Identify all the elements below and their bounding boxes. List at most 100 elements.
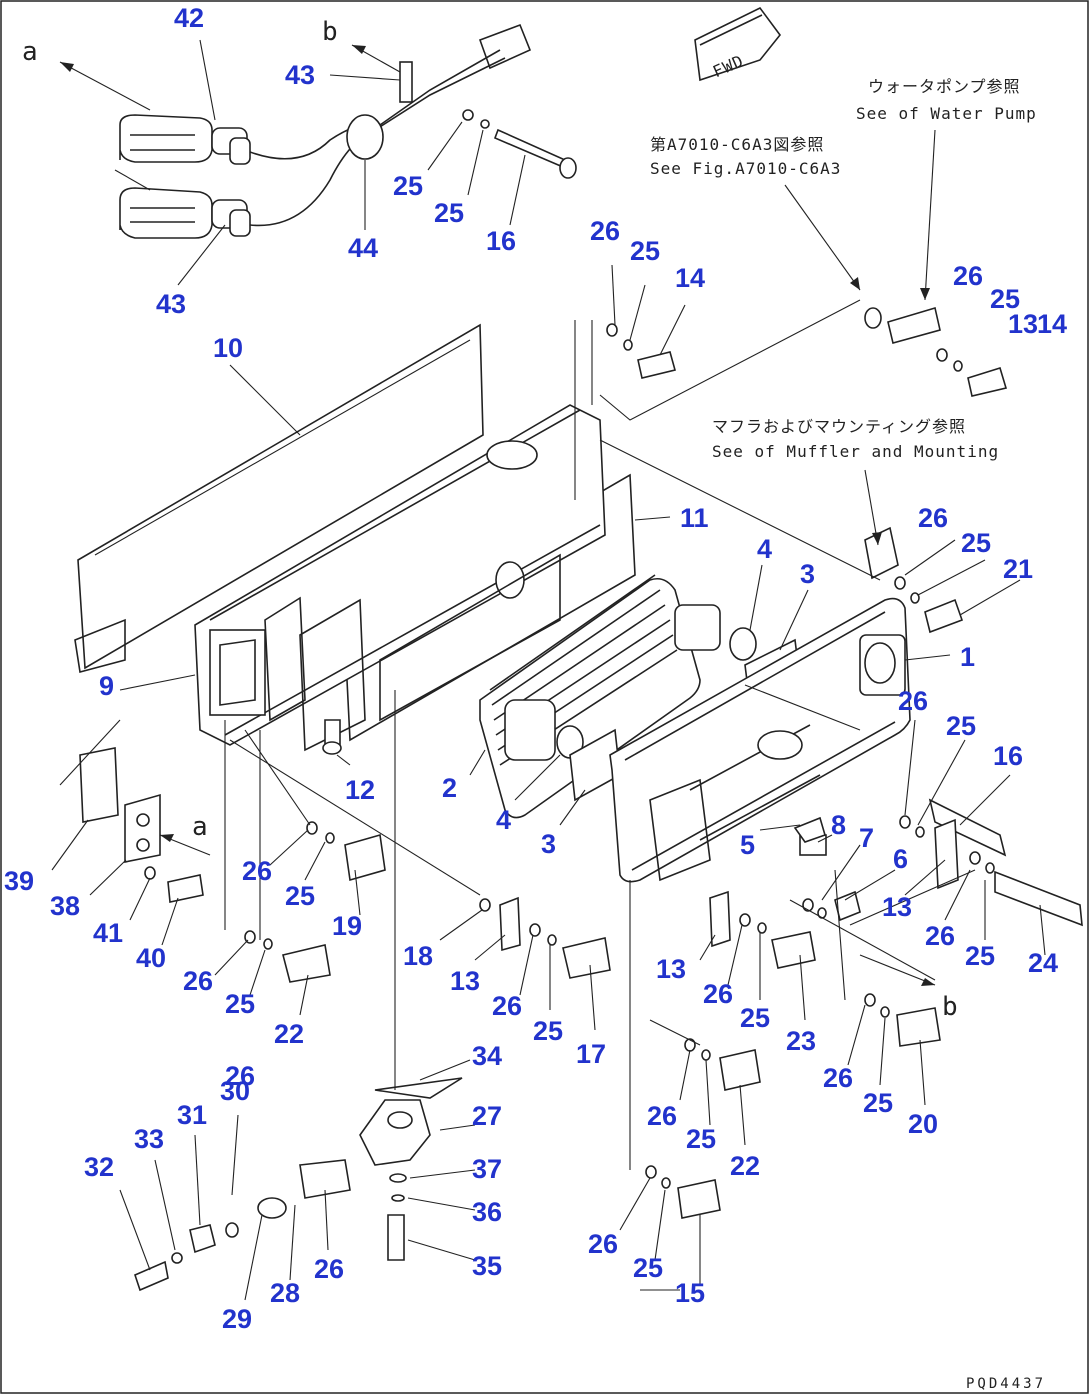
- connector-letter-b-right: b: [942, 992, 958, 1022]
- part-label: 22: [730, 1151, 760, 1181]
- part-label: 25: [533, 1016, 563, 1046]
- part-label: 2: [442, 773, 457, 803]
- part-label: 14: [1037, 309, 1067, 339]
- part-label: 36: [472, 1197, 502, 1227]
- part-label: 3: [800, 559, 815, 589]
- part-label: 25: [686, 1124, 716, 1154]
- part-label: 34: [472, 1041, 502, 1071]
- note-fig-en: See Fig.A7010-C6A3: [650, 159, 841, 178]
- cover-1: [609, 597, 911, 883]
- part-label: 25: [225, 989, 255, 1019]
- part-label: 26: [492, 991, 522, 1021]
- part-label: 13: [656, 954, 686, 984]
- part-label: 5: [740, 830, 755, 860]
- part-label: 3: [541, 829, 556, 859]
- part-labels: 1 2 3 3 4 4 5 6 7 8 9 10 11 12 13 13 13 …: [4, 3, 1067, 1334]
- part-label: 13: [882, 892, 912, 922]
- note-water-pump-en: See of Water Pump: [856, 104, 1037, 123]
- part-label: 37: [472, 1154, 502, 1184]
- part-label: 26: [183, 966, 213, 996]
- part-label: 26: [953, 261, 983, 291]
- part-label: 26: [314, 1254, 344, 1284]
- part-label: 26: [918, 503, 948, 533]
- bolts: [167, 351, 1083, 1219]
- part-label: 26: [225, 1061, 255, 1091]
- part-label: 25: [961, 528, 991, 558]
- part-label: 1: [960, 642, 975, 672]
- fwd-arrow: [694, 6, 782, 82]
- part-label: 43: [156, 289, 186, 319]
- part-label: 26: [647, 1101, 677, 1131]
- part-label: 33: [134, 1124, 164, 1154]
- part-label: 15: [675, 1278, 705, 1308]
- part-label: 22: [274, 1019, 304, 1049]
- part-label: 6: [893, 844, 908, 874]
- part-label: 25: [434, 198, 464, 228]
- part-label: 14: [675, 263, 705, 293]
- reference-lines: [59, 169, 976, 1291]
- part-label: 26: [703, 979, 733, 1009]
- part-label: 25: [990, 284, 1020, 314]
- part-label: 28: [270, 1278, 300, 1308]
- part-label: 10: [213, 333, 243, 363]
- part-label: 19: [332, 911, 362, 941]
- part-label: 18: [403, 941, 433, 971]
- note-muffler-en: See of Muffler and Mounting: [712, 442, 999, 461]
- gasket-10: [77, 323, 484, 670]
- part-label: 16: [486, 226, 516, 256]
- connector-letter-a-left: a: [192, 812, 208, 842]
- housing-9: [194, 404, 606, 752]
- part-label: 44: [348, 233, 378, 263]
- label-leaders: [51, 39, 1046, 1301]
- heater-harness: [119, 23, 577, 239]
- part-label: 26: [242, 856, 272, 886]
- part-label: 25: [946, 711, 976, 741]
- part-label: 4: [496, 805, 511, 835]
- part-label: 13: [450, 966, 480, 996]
- part-label: 40: [136, 943, 166, 973]
- connector-letter-b-top: b: [322, 17, 338, 47]
- part-label: 13: [1008, 309, 1038, 339]
- part-label: 11: [680, 503, 709, 533]
- part-label: 24: [1028, 948, 1058, 978]
- part-label: 20: [908, 1109, 938, 1139]
- part-label: 25: [285, 881, 315, 911]
- fwd-label: FWD: [710, 51, 747, 81]
- part-label: 41: [93, 918, 123, 948]
- part-label: 16: [993, 741, 1023, 771]
- part-label: 26: [588, 1229, 618, 1259]
- drawing-code: PQD4437: [966, 1376, 1046, 1392]
- part-label: 39: [4, 866, 34, 896]
- part-label: 12: [345, 775, 375, 805]
- part-label: 25: [863, 1088, 893, 1118]
- part-label: 43: [285, 60, 315, 90]
- part-label: 25: [630, 236, 660, 266]
- connector-letter-a-top: a: [22, 37, 38, 67]
- part-label: 25: [740, 1003, 770, 1033]
- part-label: 29: [222, 1304, 252, 1334]
- part-label: 25: [633, 1253, 663, 1283]
- part-label: 26: [823, 1063, 853, 1093]
- cooler-2: [479, 574, 801, 819]
- part-label: 42: [174, 3, 204, 33]
- part-label: 35: [472, 1251, 502, 1281]
- part-label: 7: [859, 823, 874, 853]
- note-water-pump-jp: ウォータポンプ参照: [868, 77, 1021, 96]
- part-label: 30: [220, 1076, 250, 1106]
- part-label: 9: [99, 671, 114, 701]
- part-label: 25: [965, 941, 995, 971]
- part-label: 23: [786, 1026, 816, 1056]
- part-label: 21: [1003, 554, 1033, 584]
- part-label: 26: [898, 686, 928, 716]
- part-label: 27: [472, 1101, 502, 1131]
- part-label: 31: [177, 1100, 207, 1130]
- drawing-art: [59, 6, 1083, 1292]
- part-label: 25: [393, 171, 423, 201]
- part-label: 26: [590, 216, 620, 246]
- reference-notes: ウォータポンプ参照 See of Water Pump 第A7010-C6A3図…: [22, 17, 1046, 1392]
- part-label: 4: [757, 534, 772, 564]
- part-label: 17: [576, 1039, 606, 1069]
- part-label: 38: [50, 891, 80, 921]
